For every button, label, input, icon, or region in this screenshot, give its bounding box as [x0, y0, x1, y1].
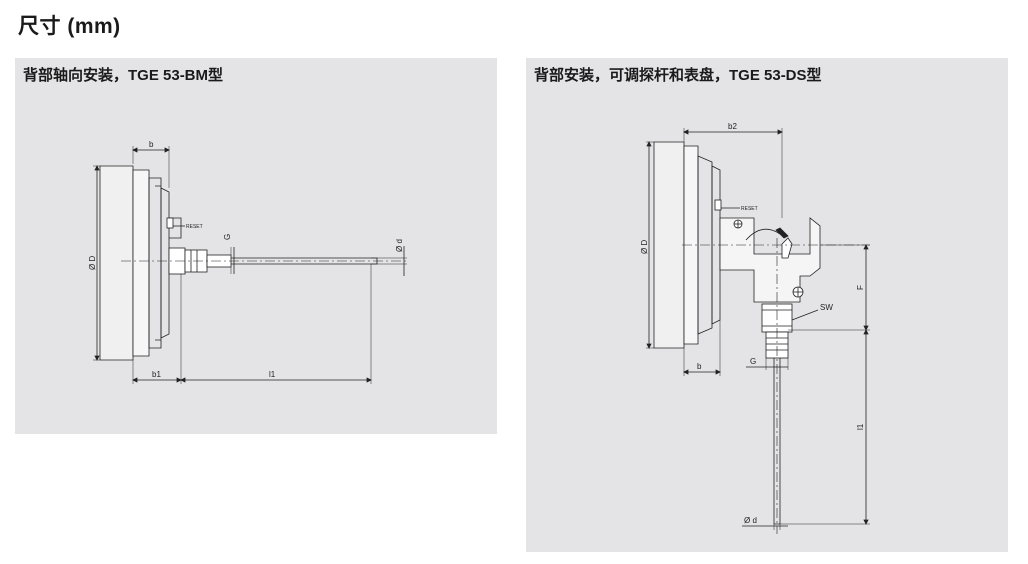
- reset-knob: [166, 217, 185, 229]
- reset-label: RESET: [741, 206, 758, 212]
- dimension-G-label: G: [750, 357, 756, 366]
- dimension-l1-label: l1: [269, 370, 276, 379]
- reset-knob: [714, 199, 740, 211]
- dimension-SW-label: SW: [820, 303, 833, 312]
- adjustable-stem-drawing: RESET: [640, 122, 870, 534]
- dimension-b1-l1: [132, 264, 372, 384]
- axial-mount-title: 背部轴向安装，TGE 53-BM型: [23, 67, 224, 84]
- thermometer-stem: [773, 358, 781, 525]
- adjustable-stem-panel: 背部安装，可调探杆和表盘，TGE 53-DS型 RESET: [526, 58, 1008, 552]
- dimension-G: [230, 247, 235, 274]
- dimension-D-label: Ø D: [88, 256, 97, 270]
- adjustable-stem-title: 背部安装，可调探杆和表盘，TGE 53-DS型: [534, 67, 822, 84]
- dimension-b-label: b: [149, 140, 154, 149]
- axial-mount-drawing: RESET b Ø: [88, 140, 407, 384]
- dimension-b-label: b: [697, 362, 702, 371]
- dimension-F-label: F: [856, 285, 865, 290]
- dimension-SW: [791, 309, 819, 321]
- dimension-d-label: Ø d: [744, 516, 757, 525]
- dimension-l1-label: l1: [856, 423, 865, 430]
- dimension-b: [683, 320, 721, 376]
- dimension-D: [93, 165, 100, 361]
- page-title: 尺寸 (mm): [18, 15, 121, 38]
- axial-mount-panel: 背部轴向安装，TGE 53-BM型 RESET: [15, 58, 497, 434]
- gauge-case: [99, 165, 182, 361]
- dimension-D: [646, 141, 654, 349]
- dimension-b1-label: b1: [152, 370, 161, 379]
- swivel-housing: [719, 217, 821, 303]
- dimension-d: [742, 524, 788, 530]
- reset-label: RESET: [186, 224, 203, 230]
- dimension-d-label: Ø d: [395, 239, 404, 252]
- dimension-G: [746, 358, 789, 370]
- dimension-d: [371, 246, 407, 276]
- dimension-F-l1: [780, 244, 870, 525]
- dimension-D-label: Ø D: [640, 240, 649, 254]
- dimension-b2: [683, 128, 783, 218]
- dimension-b: [132, 146, 170, 188]
- dimension-b2-label: b2: [728, 122, 737, 131]
- dimension-G-label: G: [223, 234, 232, 240]
